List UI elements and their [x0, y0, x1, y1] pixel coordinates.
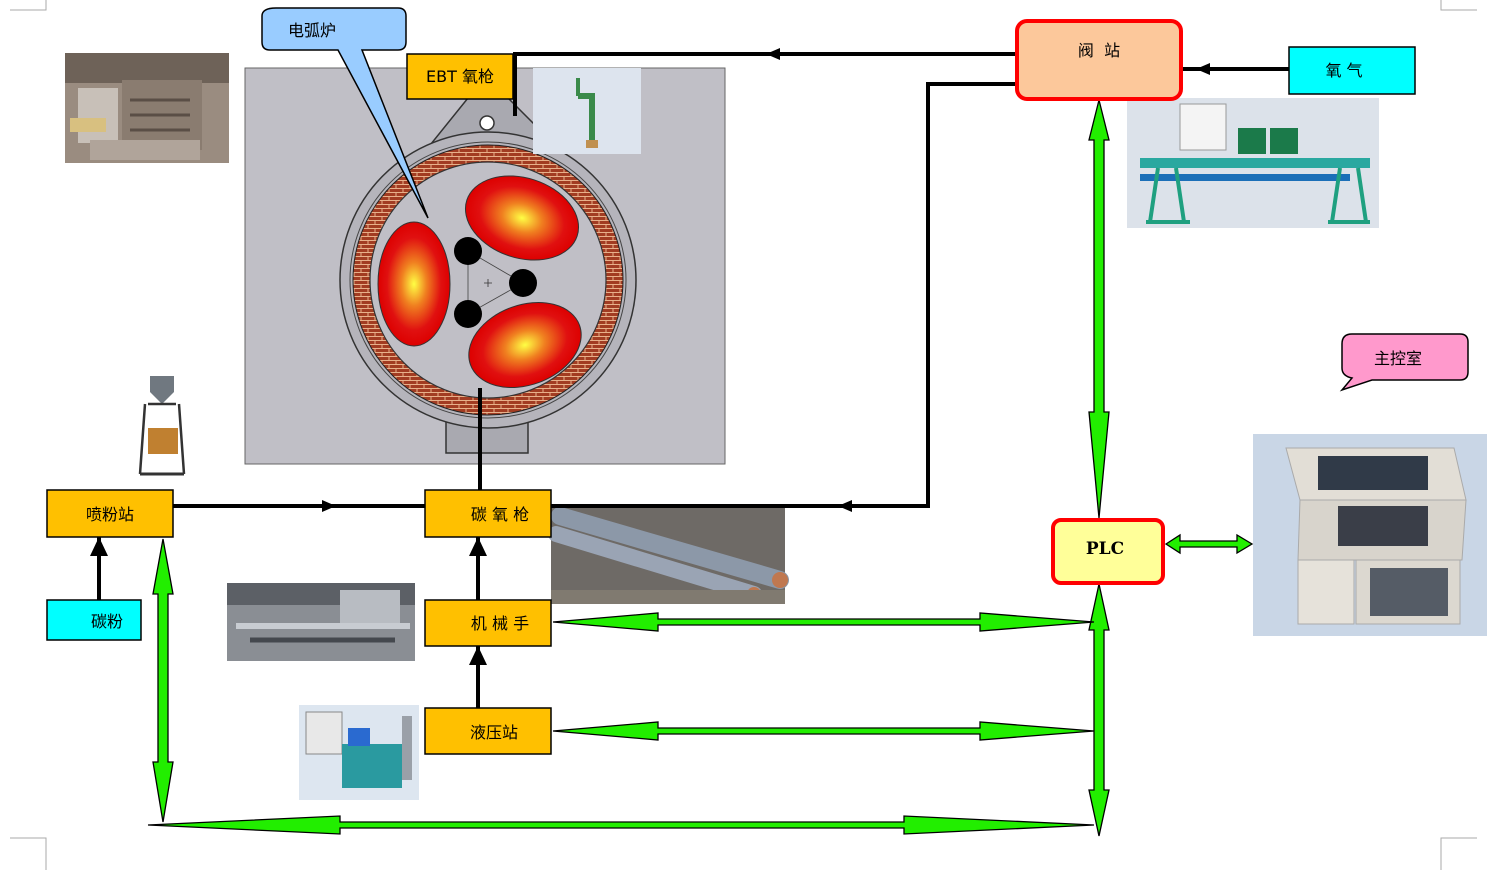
powder-station-label: 喷粉站 [86, 505, 134, 524]
powder-station-box: 喷粉站 [46, 489, 174, 538]
furnace-callout-label: 电弧炉 [288, 21, 336, 40]
powder-tower-photo [128, 368, 190, 480]
carbon-oxygen-lance-label: 碳 氧 枪 [471, 505, 529, 524]
arrow-plc-console [1164, 533, 1254, 555]
hot-zone-left [377, 221, 451, 347]
carbon-powder-box: 碳粉 [46, 599, 142, 641]
manipulator-box: 机 械 手 [424, 599, 552, 647]
furnace-diagram [244, 67, 726, 465]
carbon-oxygen-lance-box: 碳 氧 枪 [424, 489, 552, 538]
lance-pipes-photo [548, 504, 789, 604]
arrow-powder-vertical [152, 538, 174, 823]
hydraulic-unit-photo [299, 705, 419, 800]
line-valve-to-colance [551, 82, 1017, 508]
electrode-1 [454, 237, 482, 265]
control-console-photo [1253, 434, 1487, 636]
hydraulic-station-box: 液压站 [424, 707, 552, 755]
hot-zone-top [464, 175, 580, 261]
manipulator-label: 机 械 手 [471, 614, 529, 633]
oxygen-label: 氧 气 [1325, 61, 1362, 80]
plc-label: PLC [1086, 539, 1124, 559]
manipulator-photo [227, 583, 415, 661]
furnace-photo [65, 53, 229, 163]
arrow-hydraulic-plc [552, 721, 1095, 741]
furnace-callout: 电弧炉 [261, 7, 429, 219]
flow-lines [97, 52, 1289, 708]
oxygen-box: 氧 气 [1288, 46, 1416, 95]
ebt-lance-box: EBT 氧枪 [406, 53, 514, 100]
control-room-label: 主控室 [1374, 349, 1422, 368]
plc-box: PLC [1051, 518, 1165, 585]
electrode-2 [509, 269, 537, 297]
hot-zone-bottom [468, 301, 582, 389]
electrode-3 [454, 300, 482, 328]
arrow-bottom-bus [147, 815, 1095, 835]
crop-marks [10, 0, 1477, 870]
line-valve-to-ebt [513, 52, 1017, 116]
arrow-valve-plc [1088, 99, 1110, 519]
lance-photo [533, 68, 641, 154]
carbon-powder-label: 碳粉 [91, 612, 123, 631]
control-room-callout: 主控室 [1339, 333, 1469, 392]
arrow-plc-bus [1088, 583, 1110, 837]
arrow-manip-plc [552, 612, 1095, 632]
hydraulic-station-label: 液压站 [470, 723, 518, 742]
valve-station-box: 阀 站 [1015, 19, 1183, 101]
valve-station-photo [1127, 98, 1379, 228]
signal-arrows [147, 99, 1254, 837]
ebt-lance-label: EBT 氧枪 [426, 67, 494, 86]
arrowheads [90, 48, 1210, 665]
valve-station-label: 阀 站 [1078, 41, 1120, 60]
